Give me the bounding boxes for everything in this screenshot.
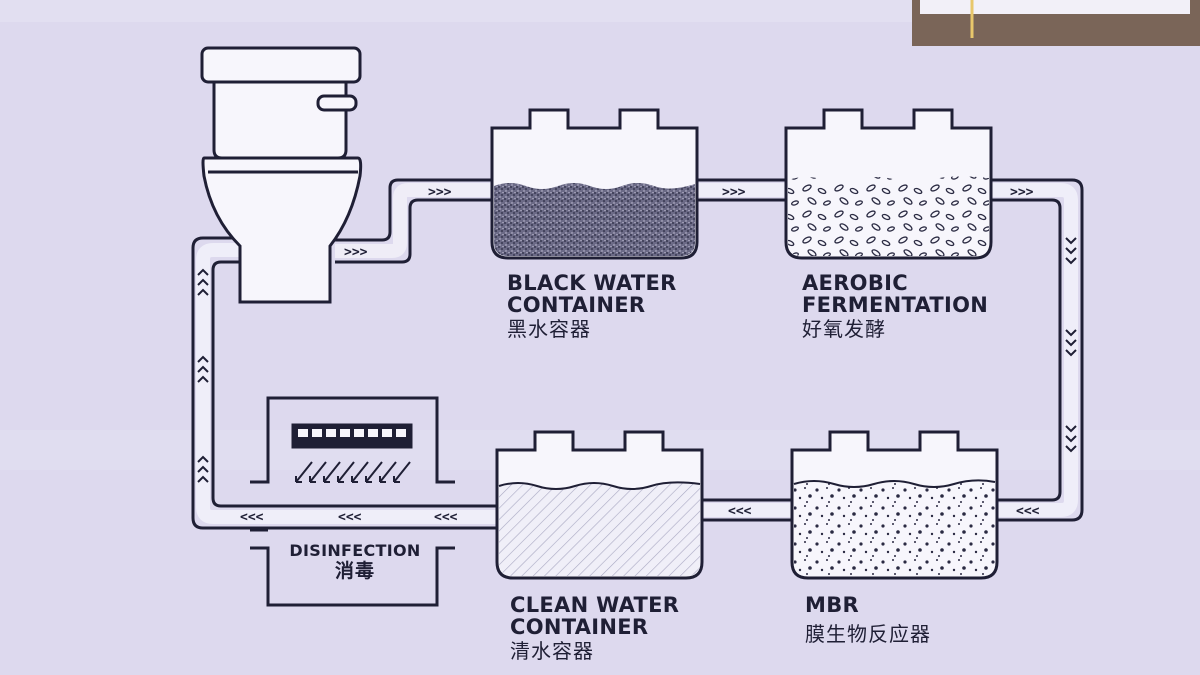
arrow-right: >>> [722,185,746,200]
mbr-title-zh: 膜生物反应器 [805,622,931,647]
arrow-left: <<< [434,510,458,525]
arrow-right: >>> [1010,185,1034,200]
pipe-interior [196,183,1078,524]
toilet-icon [200,46,363,304]
aerobic-tank [784,108,993,260]
flow-arrows: >>> >>> >>> >>> <<< <<< <<< <<< <<< [240,185,1040,525]
arrow-left: <<< [728,504,752,519]
background-frame [912,0,1200,46]
clean-water-tank [495,430,704,580]
disinfection-label: DISINFECTION 消毒 [270,541,440,582]
uv-lamp-icon [250,396,455,607]
arrow-left: <<< [240,510,264,525]
clean-water-title-zh: 清水容器 [510,639,594,664]
arrow-left: <<< [1016,504,1040,519]
black-water-title-zh: 黑水容器 [507,317,591,342]
vertical-arrows [197,237,1077,483]
disinfection-title-zh: 消毒 [334,559,375,582]
mbr-label: MBR 膜生物反应器 [805,594,931,645]
mbr-tank [790,430,999,580]
disinfection-title: DISINFECTION [289,541,421,560]
arrow-right: >>> [428,185,452,200]
black-water-tank [490,108,699,260]
aerobic-title-zh: 好氧发酵 [802,317,886,342]
pipe-network [191,178,1084,530]
arrow-right: >>> [344,245,368,260]
mbr-title: MBR [805,593,859,617]
arrow-left: <<< [338,510,362,525]
